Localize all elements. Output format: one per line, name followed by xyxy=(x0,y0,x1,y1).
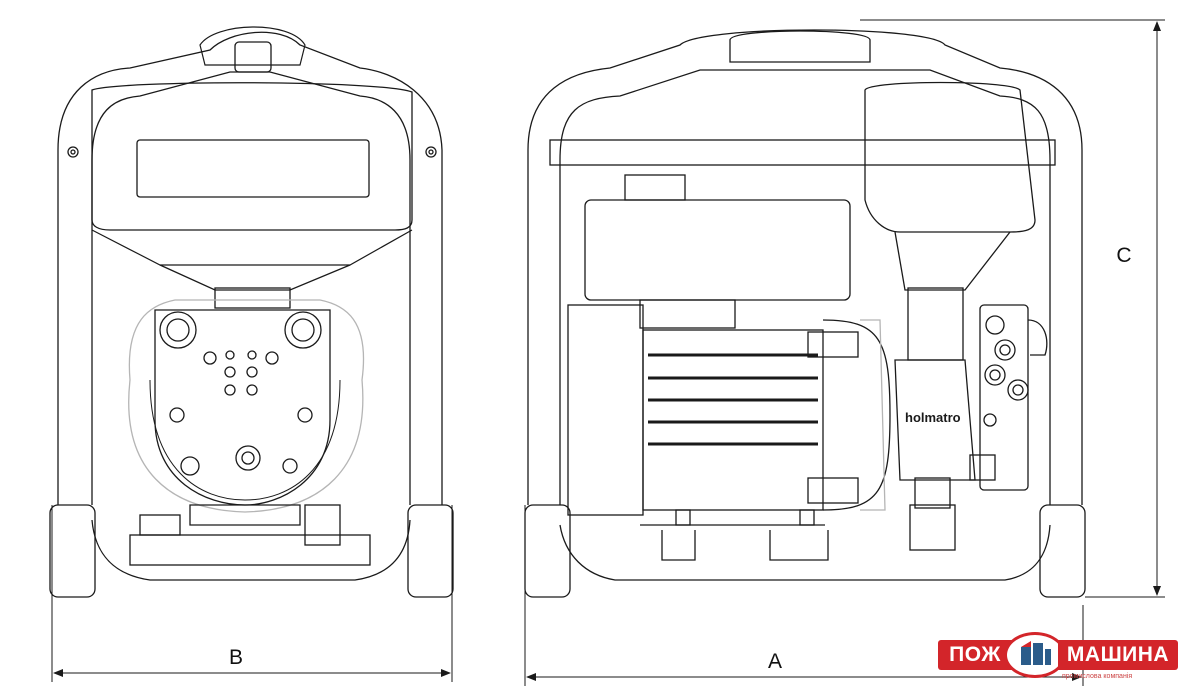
front-pump xyxy=(128,299,365,526)
front-roll-frame xyxy=(57,26,443,505)
dimension-b-label: B xyxy=(229,646,243,669)
company-logo: ПОЖ МАШИНА промисловa компанія xyxy=(938,632,1178,688)
dimension-a-label: A xyxy=(768,650,782,673)
brand-mark: holmatro xyxy=(905,410,961,425)
logo-subtitle: промисловa компанія xyxy=(1062,673,1133,680)
motor-cooling-fins xyxy=(648,353,818,446)
side-roll-frame xyxy=(527,29,1083,505)
dimension-c-label: C xyxy=(1116,244,1131,267)
dimension-lines xyxy=(51,19,1165,686)
side-motor xyxy=(567,304,891,516)
logo-left-text: ПОЖ xyxy=(938,640,1012,670)
side-base xyxy=(524,504,1086,598)
logo-badge-icon xyxy=(1004,632,1066,678)
side-hydraulic-pump xyxy=(894,304,1048,551)
side-fuel-tank xyxy=(864,81,1036,361)
front-fuel-tank xyxy=(91,82,413,309)
front-view xyxy=(49,26,454,598)
front-base xyxy=(49,504,454,598)
side-engine xyxy=(584,174,851,329)
side-view: holmatro xyxy=(524,29,1086,598)
logo-right-text: МАШИНА xyxy=(1058,640,1178,670)
